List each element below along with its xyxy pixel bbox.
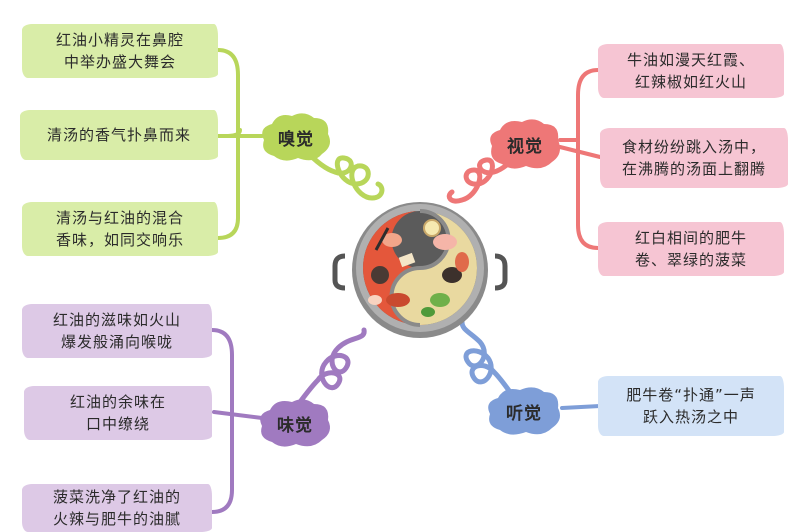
node-smell: 嗅觉 — [258, 110, 334, 164]
smell-item-2-line1: 清汤的香气扑鼻而来 — [46, 126, 191, 144]
sight-item-1-line1: 牛油如漫天红霞、 — [626, 51, 755, 69]
taste-item-2-line1: 红油的余味在 — [69, 393, 166, 411]
node-sight: 视觉 — [486, 116, 564, 172]
sight-item-3-line1: 红白相间的肥牛 — [634, 229, 747, 247]
taste-item-3: 菠菜洗净了红油的火辣与肥牛的油腻 — [22, 484, 212, 532]
node-taste: 味觉 — [256, 396, 334, 450]
smell-item-3-line2: 香味，如同交响乐 — [55, 231, 184, 249]
smell-item-2: 清汤的香气扑鼻而来 — [20, 110, 218, 160]
cloud-blob-icon — [488, 387, 560, 435]
node-taste-label: 味觉 — [277, 415, 313, 436]
taste-curl — [297, 327, 367, 405]
sight-bracket — [558, 68, 602, 250]
cloud-blob-icon — [260, 399, 330, 447]
sight-item-2-line1: 食材纷纷跳入汤中， — [621, 138, 766, 156]
smell-item-1: 红油小精灵在鼻腔中举办盛大舞会 — [22, 24, 218, 78]
smell-item-3: 清汤与红油的混合香味，如同交响乐 — [22, 202, 218, 256]
node-smell-label: 嗅觉 — [278, 129, 314, 150]
taste-item-1-line2: 爆发般涌向喉咙 — [60, 333, 173, 351]
hearing-item-1-line2: 跃入热汤之中 — [642, 408, 739, 426]
sight-curl — [446, 155, 518, 204]
taste-item-1: 红油的滋味如火山爆发般涌向喉咙 — [22, 304, 212, 358]
smell-item-1-line1: 红油小精灵在鼻腔 — [55, 31, 184, 49]
taste-bracket — [210, 328, 264, 514]
hearing-curl — [459, 319, 513, 395]
sight-item-2-line2: 在沸腾的汤面上翻腾 — [621, 160, 766, 178]
sight-item-2: 食材纷纷跳入汤中， 在沸腾的汤面上翻腾 — [600, 128, 788, 188]
smell-curl — [302, 147, 385, 201]
smell-item-1-line2: 中举办盛大舞会 — [63, 53, 176, 71]
sight-item-1: 牛油如漫天红霞、红辣椒如红火山 — [598, 44, 784, 98]
hearing-connector — [560, 404, 602, 410]
smell-item-3-line1: 清汤与红油的混合 — [55, 209, 184, 227]
sight-item-3: 红白相间的肥牛卷、翠绿的菠菜 — [598, 222, 784, 276]
taste-item-2-line2: 口中缭绕 — [85, 415, 150, 433]
hearing-item-1-line1: 肥牛卷“扑通”一声 — [626, 386, 756, 404]
sight-item-3-line2: 卷、翠绿的菠菜 — [634, 251, 747, 269]
hearing-item-1: 肥牛卷“扑通”一声跃入热汤之中 — [598, 376, 784, 436]
taste-item-2: 红油的余味在口中缭绕 — [24, 386, 212, 440]
smell-bracket — [213, 48, 264, 240]
taste-item-3-line2: 火辣与肥牛的油腻 — [52, 510, 181, 528]
taste-item-3-line1: 菠菜洗净了红油的 — [52, 488, 181, 506]
node-sight-label: 视觉 — [507, 136, 543, 157]
node-hearing: 听觉 — [484, 384, 564, 438]
cloud-blob-icon — [262, 113, 330, 161]
hotpot-icon — [332, 202, 508, 338]
taste-item-1-line1: 红油的滋味如火山 — [52, 311, 181, 329]
cloud-blob-icon — [490, 119, 560, 169]
sight-item-1-line2: 红辣椒如红火山 — [634, 73, 747, 91]
node-hearing-label: 听觉 — [506, 403, 542, 424]
